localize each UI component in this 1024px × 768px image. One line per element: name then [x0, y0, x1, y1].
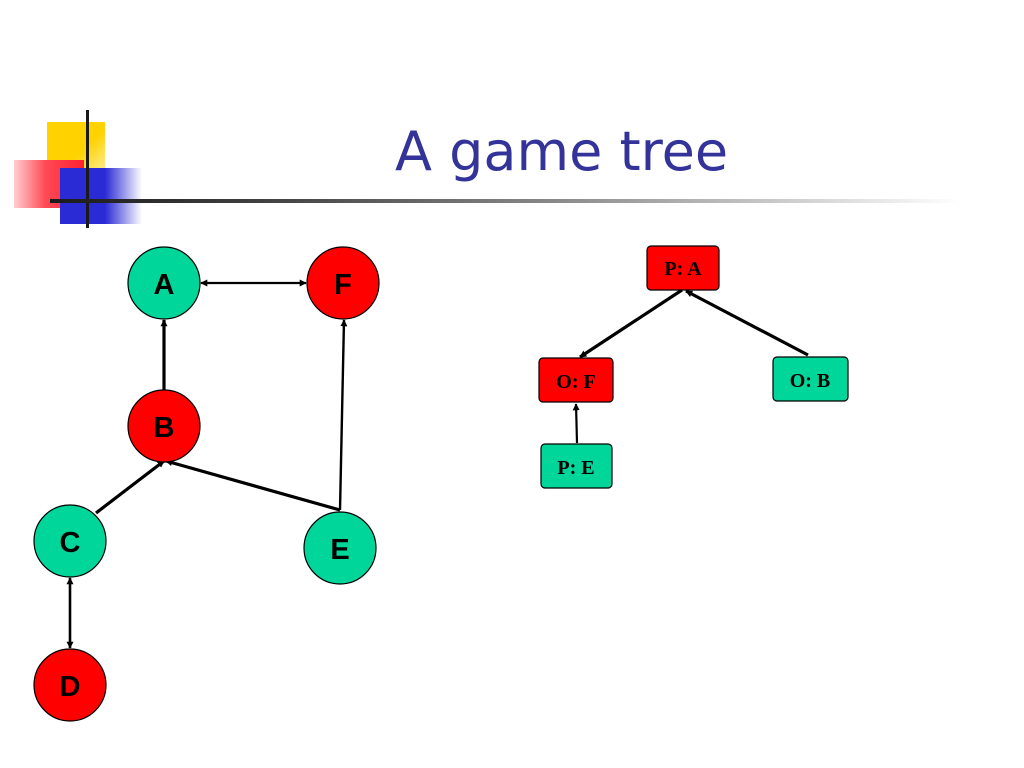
tree-edge-pa-of	[579, 288, 683, 359]
slide-title: A game tree	[395, 120, 729, 183]
graph-node-f-label: F	[334, 269, 352, 301]
edge-e-b	[165, 459, 341, 512]
edge-e-f	[338, 319, 348, 511]
graph-node-d-label: D	[60, 671, 81, 703]
title-underline	[50, 199, 960, 203]
graph-node-c-label: C	[60, 527, 81, 559]
tree-node-ob: O: B	[772, 356, 849, 402]
graph-node-e: E	[303, 511, 377, 585]
graph-node-c: C	[33, 504, 107, 578]
decorative-vertical-line	[86, 110, 89, 228]
graph-node-a: A	[127, 246, 201, 320]
edge-c-b	[95, 459, 165, 515]
tree-edge-pe-of	[572, 403, 580, 444]
tree-node-pe-label: P: E	[557, 457, 594, 479]
decorative-blue-square	[60, 168, 142, 224]
tree-node-pe: P: E	[540, 443, 613, 489]
graph-node-b: B	[127, 389, 201, 463]
graph-node-b-label: B	[154, 412, 175, 444]
graph-node-e-label: E	[330, 534, 349, 566]
graph-node-f: F	[306, 246, 380, 320]
tree-node-of: O: F	[538, 357, 614, 403]
tree-edge-ob-pa	[685, 289, 809, 357]
tree-node-pa: P: A	[646, 245, 720, 291]
tree-node-ob-label: O: B	[790, 370, 831, 392]
tree-node-pa-label: P: A	[664, 258, 702, 280]
graph-node-d: D	[33, 648, 107, 722]
graph-node-a-label: A	[154, 269, 175, 301]
tree-node-of-label: O: F	[556, 371, 595, 393]
